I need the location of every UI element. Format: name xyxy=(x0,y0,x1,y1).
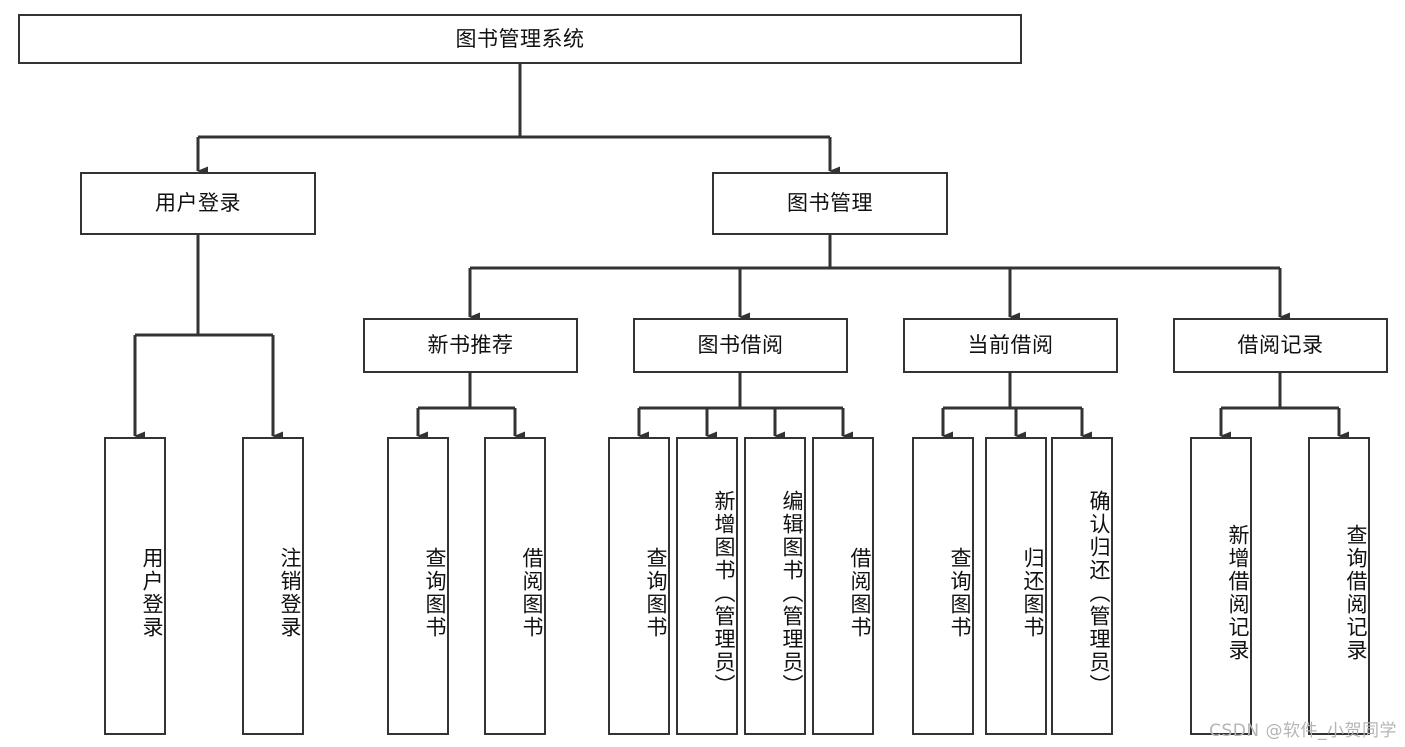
node-label: 新增图书（管理员） xyxy=(712,489,736,697)
node-label: 新增借阅记录 xyxy=(1226,524,1250,662)
node-label: 查询图书 xyxy=(948,547,972,639)
node-leaf-edit-book: 编辑图书（管理员） xyxy=(744,437,806,735)
node-leaf-borrow-book: 借阅图书 xyxy=(812,437,874,735)
node-label: 新书推荐 xyxy=(427,333,514,358)
node-label: 图书借阅 xyxy=(697,333,784,358)
node-label: 借阅图书 xyxy=(848,547,872,639)
node-leaf-return-book: 归还图书 xyxy=(985,437,1047,735)
node-label: 借阅图书 xyxy=(520,547,544,639)
node-label: 借阅记录 xyxy=(1237,333,1324,358)
node-book-manage: 图书管理 xyxy=(712,172,948,235)
node-new-book-recommend: 新书推荐 xyxy=(363,318,578,373)
node-label: 查询借阅记录 xyxy=(1344,524,1368,662)
node-leaf-query-record: 查询借阅记录 xyxy=(1308,437,1370,735)
node-label: 归还图书 xyxy=(1021,547,1045,639)
node-label: 图书管理系统 xyxy=(455,26,585,51)
node-root: 图书管理系统 xyxy=(18,14,1022,64)
node-borrow-record: 借阅记录 xyxy=(1173,318,1388,373)
node-label: 用户登录 xyxy=(155,191,241,216)
node-leaf-query-book: 查询图书 xyxy=(608,437,670,735)
node-label: 当前借阅 xyxy=(967,333,1054,358)
node-leaf-add-book: 新增图书（管理员） xyxy=(676,437,738,735)
node-label: 查询图书 xyxy=(423,547,447,639)
node-label: 查询图书 xyxy=(644,547,668,639)
node-leaf-user-login: 用户登录 xyxy=(104,437,166,735)
node-label: 确认归还（管理员） xyxy=(1087,489,1111,697)
node-user-login: 用户登录 xyxy=(80,172,316,235)
node-leaf-query-book-cur: 查询图书 xyxy=(912,437,974,735)
node-label: 用户登录 xyxy=(140,547,164,639)
node-leaf-add-record: 新增借阅记录 xyxy=(1190,437,1252,735)
node-label: 编辑图书（管理员） xyxy=(780,489,804,697)
node-leaf-borrow-book-rec: 借阅图书 xyxy=(484,437,546,735)
node-label: 注销登录 xyxy=(278,547,302,639)
node-leaf-user-logout: 注销登录 xyxy=(242,437,304,735)
node-current-borrow: 当前借阅 xyxy=(903,318,1118,373)
node-book-borrow: 图书借阅 xyxy=(633,318,848,373)
node-leaf-confirm-return: 确认归还（管理员） xyxy=(1051,437,1113,735)
watermark-text: CSDN @软件_小贺同学 xyxy=(1209,721,1397,741)
node-label: 图书管理 xyxy=(787,191,873,216)
node-leaf-query-book-rec: 查询图书 xyxy=(387,437,449,735)
